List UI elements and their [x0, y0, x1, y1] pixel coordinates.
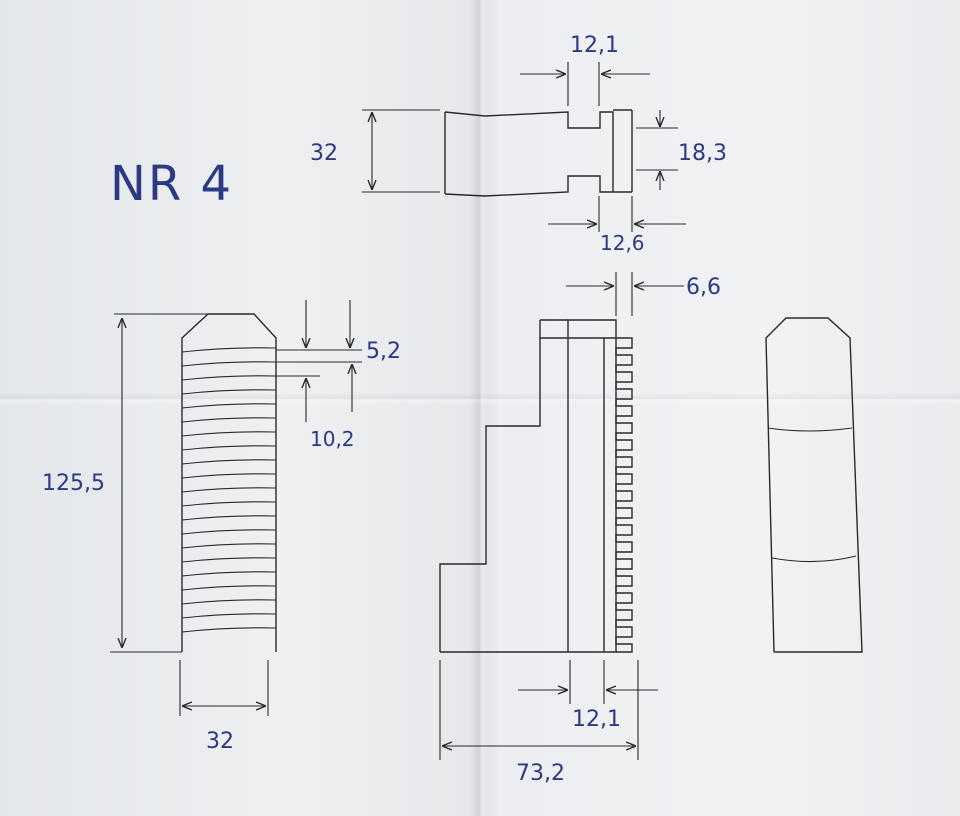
thread-line	[181, 599, 277, 605]
thread-line	[181, 501, 277, 507]
thread-line	[181, 473, 277, 479]
thread-line	[181, 361, 277, 367]
thread-line	[181, 543, 277, 549]
horizontal-fold	[0, 392, 960, 406]
dim-top-height: 32	[310, 141, 338, 166]
tooth-profile	[615, 337, 633, 653]
thread-line	[181, 585, 277, 591]
thread-line	[181, 529, 277, 535]
dim-tooth-pitch: 6,6	[686, 275, 721, 300]
thread-line	[181, 627, 277, 633]
dim-groove-a: 5,2	[366, 339, 401, 364]
dim-jaw-width: 73,2	[516, 761, 565, 786]
thread-line	[181, 347, 277, 353]
vertical-fold	[470, 0, 490, 816]
thread-line	[181, 403, 277, 409]
side-profile-view	[765, 317, 863, 653]
thread-lines	[181, 347, 277, 633]
dim-top-bottom: 12,6	[600, 231, 645, 255]
thread-line	[181, 571, 277, 577]
top-view	[362, 62, 686, 232]
dim-total-height: 125,5	[42, 471, 105, 496]
drawing-title: NR 4	[110, 156, 233, 212]
thread-line	[181, 613, 277, 619]
thread-line	[181, 375, 277, 381]
thread-line	[181, 417, 277, 423]
thread-line	[181, 557, 277, 563]
dim-top-width: 12,1	[570, 33, 619, 58]
dim-groove-b: 10,2	[310, 427, 355, 451]
thread-line	[181, 459, 277, 465]
dim-jaw-gap: 12,1	[572, 707, 621, 732]
thread-line	[181, 389, 277, 395]
thread-line	[181, 445, 277, 451]
left-view	[110, 300, 362, 716]
dim-top-right: 18,3	[678, 141, 727, 166]
jaw-view	[439, 272, 684, 760]
jaw-teeth	[615, 337, 633, 653]
dim-left-width: 32	[206, 729, 234, 754]
thread-line	[181, 431, 277, 437]
thread-line	[181, 515, 277, 521]
thread-line	[181, 487, 277, 493]
